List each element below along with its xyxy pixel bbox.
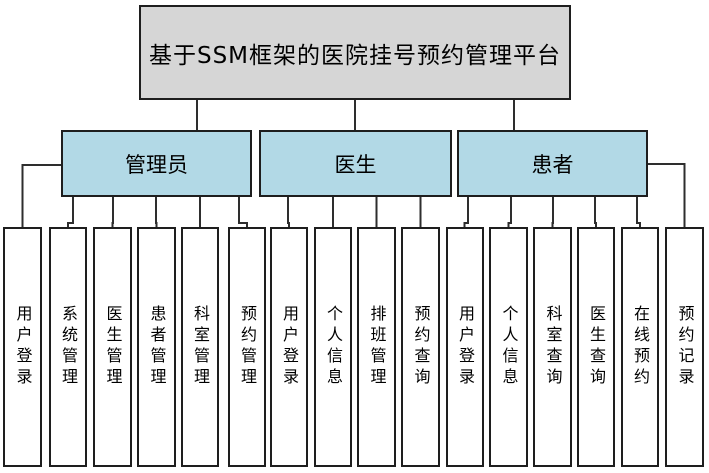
leaf-node-admin-department-management: 科室管理 [181, 227, 219, 467]
leaf-label: 在线预约 [631, 305, 650, 389]
leaf-label: 科室管理 [191, 305, 210, 389]
leaf-node-admin-doctor-management: 医生管理 [93, 227, 132, 467]
leaf-label: 患者管理 [147, 305, 167, 389]
leaf-label: 医生查询 [587, 305, 606, 389]
leaf-node-patient-online-appointment: 在线预约 [621, 227, 659, 467]
leaf-node-admin-appointment-management: 预约管理 [228, 227, 266, 467]
leaf-label: 预约管理 [238, 305, 257, 389]
leaf-label: 用户登录 [280, 305, 299, 389]
leaf-label: 排班管理 [367, 305, 387, 389]
leaf-node-doctor-schedule-management: 排班管理 [357, 227, 396, 467]
leaf-node-admin-user-login: 用户登录 [3, 227, 42, 467]
root-node: 基于SSM框架的医院挂号预约管理平台 [139, 5, 571, 100]
leaf-label: 预约查询 [411, 305, 431, 389]
leaf-label: 个人信息 [324, 305, 343, 389]
group-node-admin: 管理员 [61, 130, 252, 197]
leaf-node-doctor-personal-info: 个人信息 [314, 227, 352, 467]
group-node-patient: 患者 [457, 130, 648, 197]
leaf-label: 用户登录 [13, 305, 33, 389]
leaf-label: 医生管理 [103, 305, 123, 389]
leaf-node-patient-appointment-record: 预约记录 [665, 227, 704, 467]
leaf-node-doctor-appointment-query: 预约查询 [401, 227, 440, 467]
leaf-node-patient-department-query: 科室查询 [533, 227, 572, 467]
leaf-label: 系统管理 [59, 305, 78, 389]
leaf-node-patient-doctor-query: 医生查询 [577, 227, 615, 467]
leaf-label: 个人信息 [499, 305, 519, 389]
leaf-label: 预约记录 [675, 305, 695, 389]
leaf-node-admin-patient-management: 患者管理 [137, 227, 176, 467]
root-node-label: 基于SSM框架的医院挂号预约管理平台 [148, 42, 562, 69]
leaf-label: 用户登录 [456, 305, 475, 389]
leaf-node-patient-user-login: 用户登录 [446, 227, 484, 467]
leaf-node-patient-personal-info: 个人信息 [489, 227, 528, 467]
group-node-doctor-label: 医生 [334, 152, 377, 177]
leaf-node-admin-system-management: 系统管理 [49, 227, 87, 467]
group-node-doctor: 医生 [259, 130, 452, 197]
group-node-patient-label: 患者 [531, 152, 574, 177]
leaf-label: 科室查询 [543, 305, 563, 389]
leaf-node-doctor-user-login: 用户登录 [270, 227, 308, 467]
group-node-admin-label: 管理员 [125, 152, 188, 177]
